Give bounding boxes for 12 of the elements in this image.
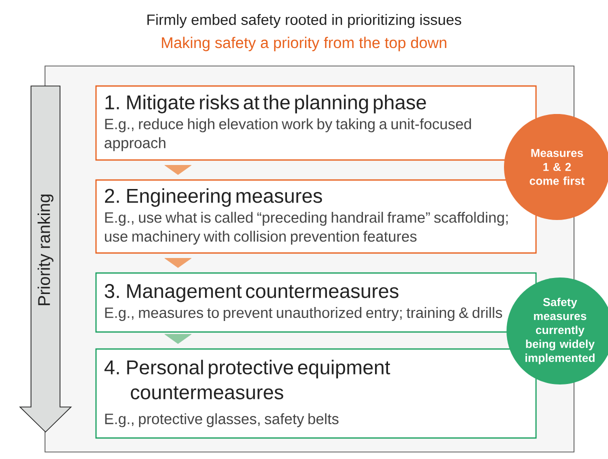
arrow: [164, 258, 192, 268]
title: Firmly embed safety rooted in prioritizing issues: [147, 14, 462, 28]
heading: 2. Engineering measures: [105, 188, 322, 207]
example-text: E.g., measures to prevent unauthorized entry; training & drills: [105, 307, 502, 321]
example-text: E.g., reduce high elevation work by taking a unit-focused approach: [104, 118, 471, 152]
subtitle: Making safety a priority from the top down: [162, 36, 446, 52]
heading: 4. Personal protective equipment countermeasures: [104, 360, 390, 400]
example-text: E.g., protective glasses, safety belts: [105, 413, 338, 428]
arrow: [164, 164, 192, 175]
heading: 3. Management countermeasures: [104, 284, 398, 302]
heading: 1. Mitigate risks at the planning phase: [106, 94, 426, 114]
arrow: [164, 334, 192, 344]
